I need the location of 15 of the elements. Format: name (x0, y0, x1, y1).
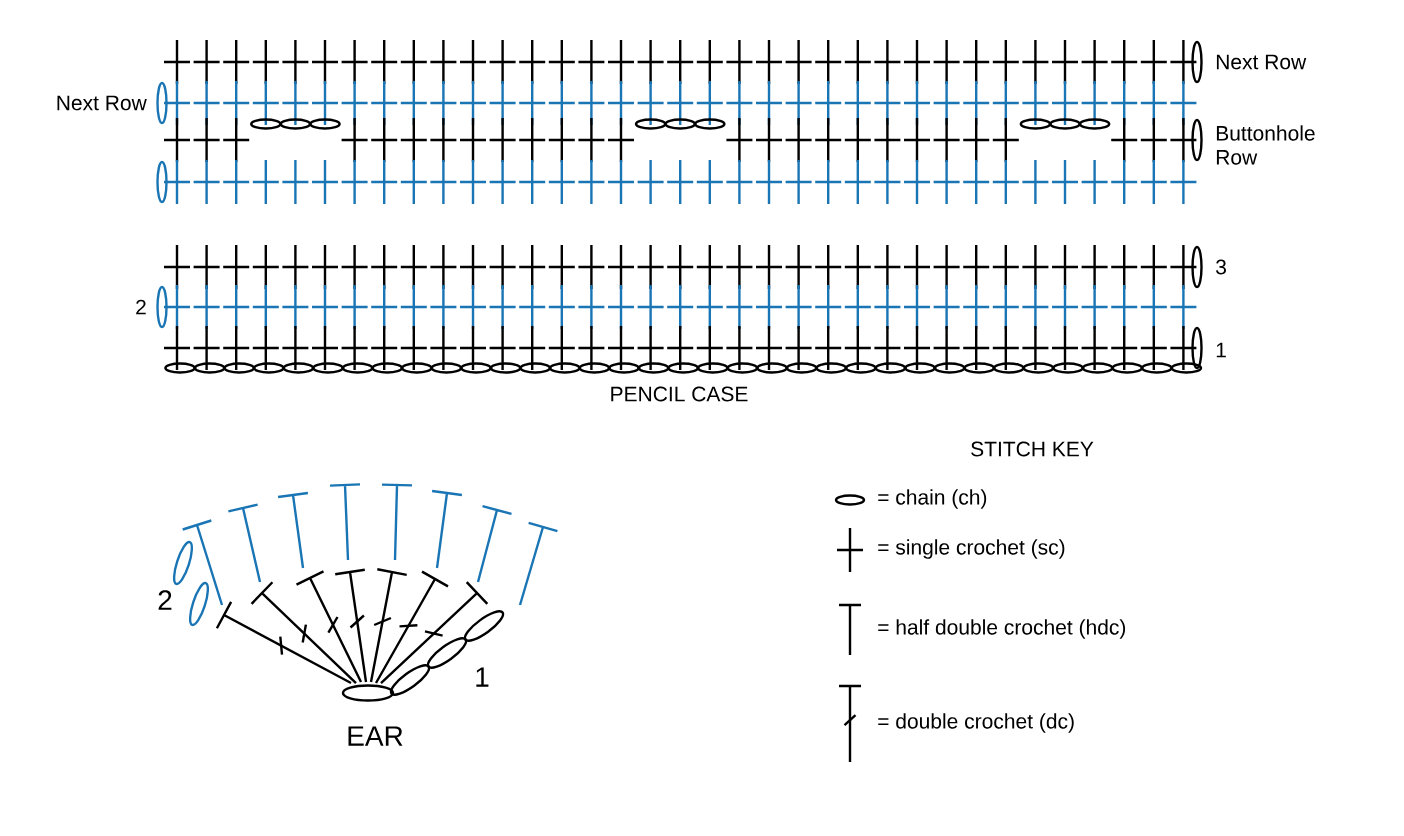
label: 1 (1216, 342, 1226, 358)
label: 1 (476, 667, 489, 687)
label: Buttonhole Row (1216, 125, 1315, 165)
label: Next Row (1216, 54, 1307, 70)
label: 2 (136, 299, 146, 315)
legend-text: = half double crochet (hdc) (878, 619, 1126, 639)
label: STITCH KEY (971, 441, 1094, 457)
label: EAR (348, 726, 403, 746)
label: 2 (158, 590, 172, 610)
label: 3 (1216, 259, 1226, 275)
legend-text: = single crochet (sc) (878, 539, 1065, 559)
legend-text: = chain (ch) (878, 489, 987, 509)
label: Next Row (57, 95, 147, 111)
legend-text: = double crochet (dc) (878, 713, 1074, 733)
label: PENCIL CASE (611, 386, 748, 402)
